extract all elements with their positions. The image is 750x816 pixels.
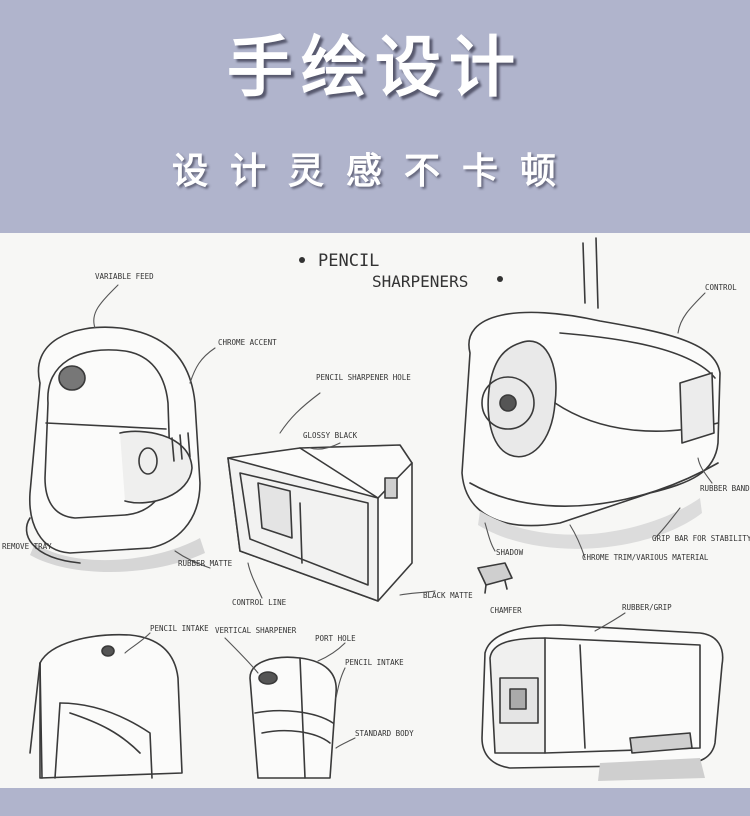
label-chrome-accent: CHROME ACCENT [218, 338, 277, 347]
label-rubber-band: RUBBER BAND [700, 484, 750, 493]
label-rubber-grip: RUBBER/GRIP [622, 603, 672, 612]
label-shadow: SHADOW [496, 548, 524, 557]
label-pencil-intake-2: PENCIL INTAKE [345, 658, 404, 667]
sketch-detail-part [477, 562, 513, 594]
label-port-hole: PORT HOLE [315, 634, 356, 643]
pencil-sharpener-sketch: PENCIL SHARPENERS [2, 237, 750, 781]
label-black-matte: BLACK MATTE [423, 591, 473, 600]
sketch-upright-sharpener [25, 326, 205, 573]
label-sharpener-hole: PENCIL SHARPENER HOLE [316, 373, 411, 382]
label-glossy-black: GLOSSY BLACK [303, 431, 358, 440]
label-variable-feed: VARIABLE FEED [95, 272, 154, 281]
label-pencil-intake: PENCIL INTAKE [150, 624, 209, 633]
sketch-heading-2: SHARPENERS [372, 272, 468, 291]
label-standard-body: STANDARD BODY [355, 729, 414, 738]
bullet-icon [299, 257, 305, 263]
page-subtitle: 设计灵感不卡顿 [171, 151, 578, 192]
sketch-vertical-sharpener [249, 656, 337, 779]
label-control: CONTROL [705, 283, 737, 292]
label-chamfer: CHAMFER [490, 606, 522, 615]
label-chrome-trim: CHROME TRIM/VARIOUS MATERIAL [582, 553, 709, 562]
label-rubber-matte: RUBBER MATTE [178, 559, 233, 568]
label-control-line: CONTROL LINE [232, 598, 287, 607]
sketch-bottom-left-sharpener [29, 633, 183, 779]
sketch-image: PENCIL SHARPENERS [0, 233, 750, 788]
label-grip-bar: GRIP BAR FOR STABILITY [652, 534, 750, 543]
sketch-heading-1: PENCIL [318, 251, 379, 271]
label-remove-tray: REMOVE TRAY [2, 542, 52, 551]
sketch-large-sharpener [461, 311, 721, 549]
footer-band [0, 788, 750, 816]
divider-line [595, 237, 599, 309]
label-vertical-sharpener: VERTICAL SHARPENER [215, 626, 297, 635]
sketch-box-sharpener [481, 624, 724, 781]
sketch-wedge-sharpener [227, 444, 413, 602]
bullet-icon [497, 276, 503, 282]
header-banner: 手绘设计 设计灵感不卡顿 [0, 0, 750, 232]
page-title: 手绘设计 [227, 29, 523, 106]
annotation-leaders [93, 284, 713, 749]
divider-line [582, 242, 586, 304]
